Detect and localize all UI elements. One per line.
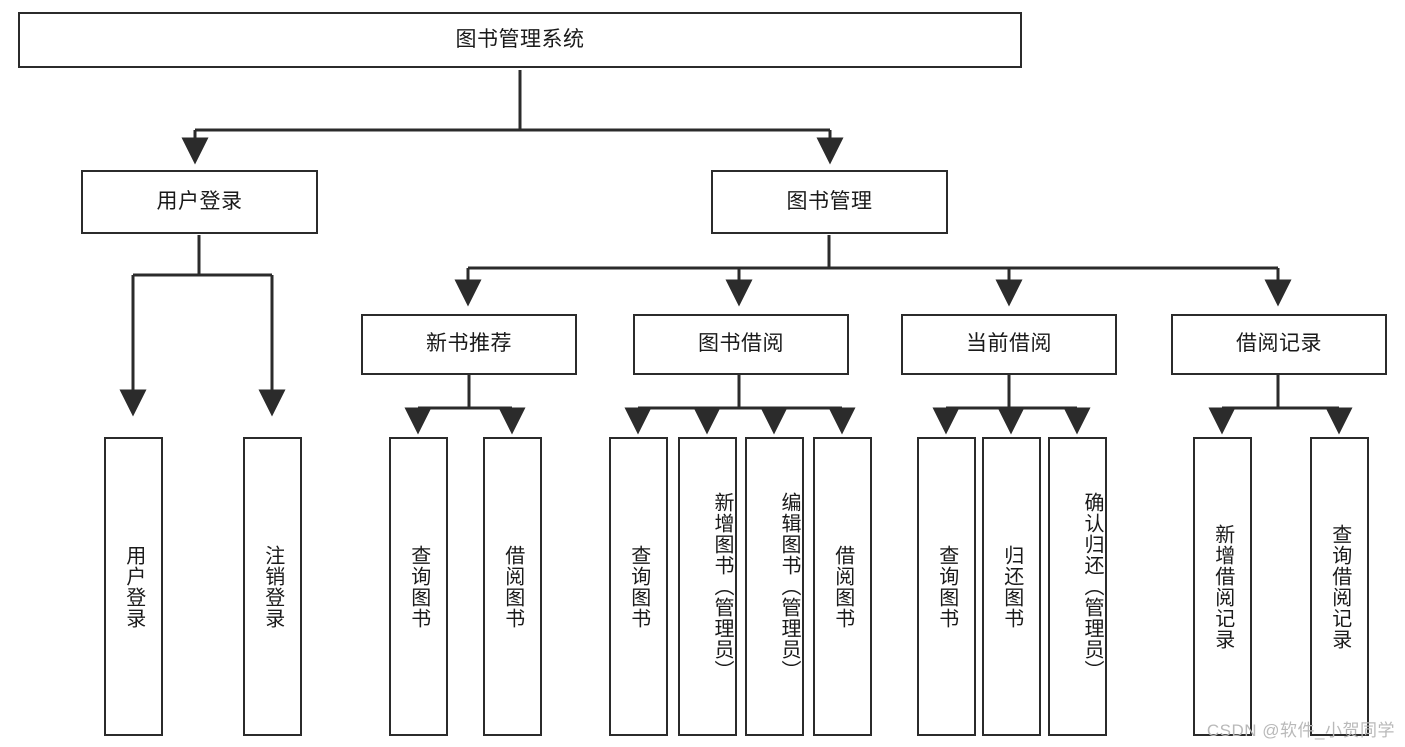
node-label: 用户登录 bbox=[156, 189, 243, 213]
node-leaf-borrow-query-books[interactable]: 查询图书 bbox=[609, 437, 668, 736]
node-label: 用户登录 bbox=[122, 544, 145, 629]
node-label: 注销登录 bbox=[261, 544, 284, 629]
node-book-borrowing[interactable]: 图书借阅 bbox=[633, 314, 849, 375]
node-label: 查询借阅记录 bbox=[1328, 523, 1351, 650]
node-leaf-user-login-sign-in[interactable]: 用户登录 bbox=[104, 437, 163, 736]
node-current-borrowing[interactable]: 当前借阅 bbox=[901, 314, 1117, 375]
node-leaf-current-query-books[interactable]: 查询图书 bbox=[917, 437, 976, 736]
node-borrowing-records[interactable]: 借阅记录 bbox=[1171, 314, 1387, 375]
node-leaf-user-login-sign-out[interactable]: 注销登录 bbox=[243, 437, 302, 736]
node-new-book-recommendation[interactable]: 新书推荐 bbox=[361, 314, 577, 375]
node-label: 新书推荐 bbox=[426, 332, 512, 356]
node-label: 图书借阅 bbox=[698, 332, 784, 356]
node-leaf-new-book-borrow-books[interactable]: 借阅图书 bbox=[483, 437, 542, 736]
node-leaf-borrow-edit-book-admin[interactable]: 编辑图书（管理员） bbox=[745, 437, 804, 736]
node-label: 借阅图书 bbox=[501, 544, 524, 629]
node-label: 查询图书 bbox=[407, 544, 430, 629]
node-leaf-record-add-borrow-record[interactable]: 新增借阅记录 bbox=[1193, 437, 1252, 736]
node-leaf-borrow-add-book-admin[interactable]: 新增图书（管理员） bbox=[678, 437, 737, 736]
node-label: 编辑图书（管理员） bbox=[778, 492, 800, 681]
node-book-management[interactable]: 图书管理 bbox=[711, 170, 948, 234]
node-label: 当前借阅 bbox=[966, 332, 1052, 356]
node-label: 图书管理 bbox=[786, 189, 873, 213]
node-root-book-management-system[interactable]: 图书管理系统 bbox=[18, 12, 1022, 68]
node-leaf-record-query-borrow-record[interactable]: 查询借阅记录 bbox=[1310, 437, 1369, 736]
node-label: 借阅记录 bbox=[1236, 332, 1322, 356]
node-label: 图书管理系统 bbox=[455, 27, 585, 51]
node-label: 归还图书 bbox=[1000, 544, 1023, 629]
node-label: 新增图书（管理员） bbox=[711, 492, 733, 681]
node-leaf-current-return-books[interactable]: 归还图书 bbox=[982, 437, 1041, 736]
node-leaf-new-book-query-books[interactable]: 查询图书 bbox=[389, 437, 448, 736]
node-leaf-borrow-borrow-books[interactable]: 借阅图书 bbox=[813, 437, 872, 736]
node-label: 查询图书 bbox=[627, 544, 650, 629]
node-user-login[interactable]: 用户登录 bbox=[81, 170, 318, 234]
node-label: 新增借阅记录 bbox=[1211, 523, 1234, 650]
node-label: 借阅图书 bbox=[831, 544, 854, 629]
node-label: 确认归还（管理员） bbox=[1081, 492, 1103, 681]
csdn-watermark: CSDN @软件_小贺同学 bbox=[1206, 721, 1395, 740]
node-label: 查询图书 bbox=[935, 544, 958, 629]
node-leaf-current-confirm-return-admin[interactable]: 确认归还（管理员） bbox=[1048, 437, 1107, 736]
